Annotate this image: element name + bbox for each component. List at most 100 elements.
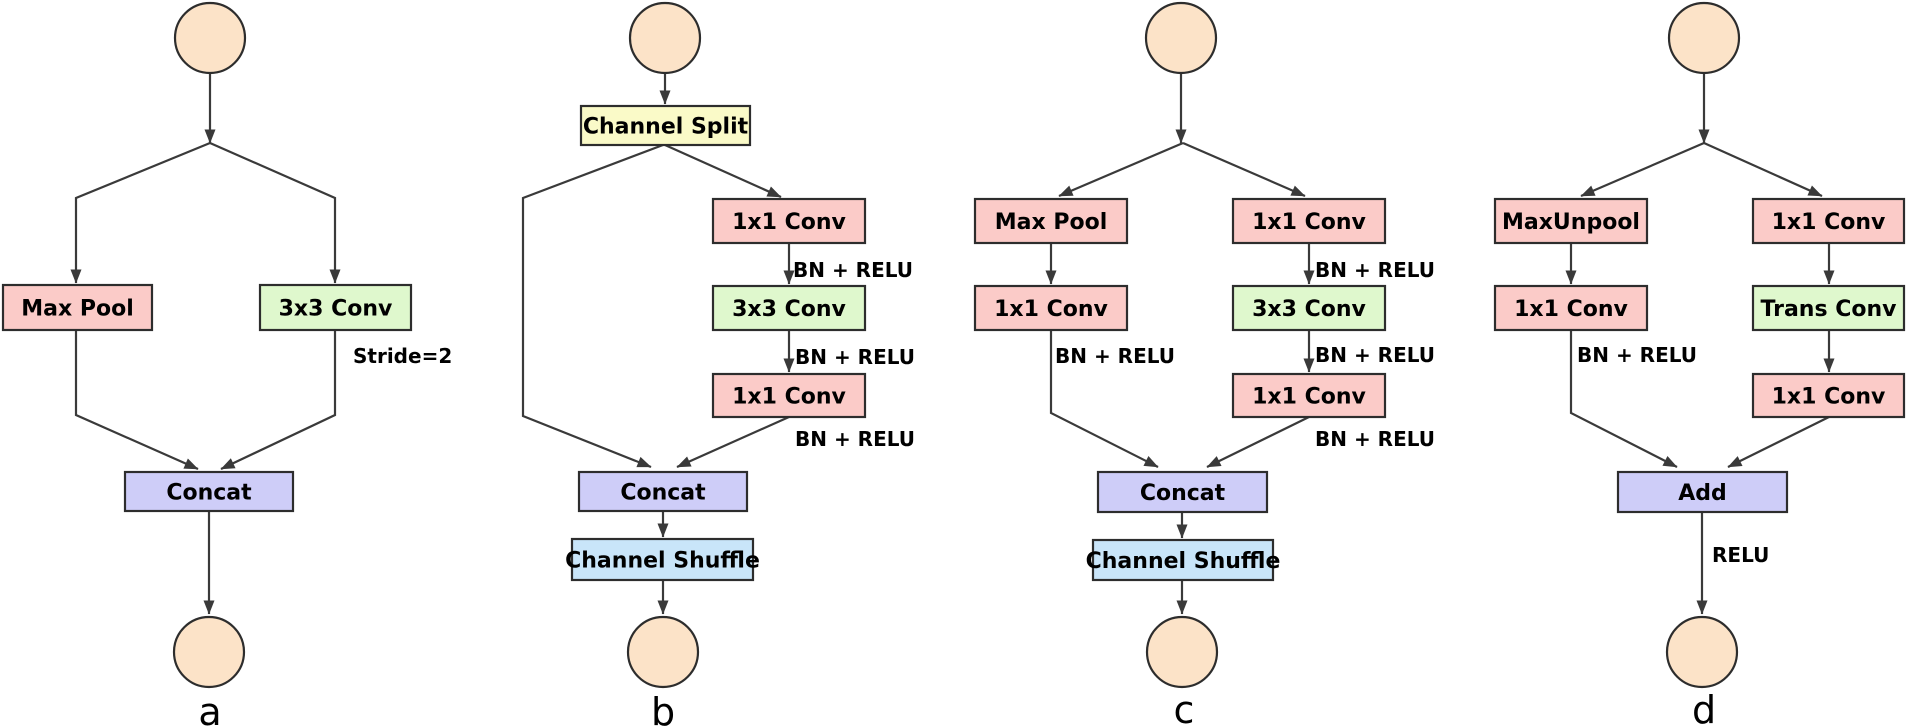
a-max-pool-box-label: Max Pool — [21, 297, 133, 322]
c-max-pool-box-label: Max Pool — [995, 210, 1107, 235]
a-conv-concat-arrow — [220, 330, 337, 470]
b-3x3-conv-box-rect — [711, 284, 867, 332]
b-bn-relu-2-label: BN + RELU — [795, 345, 915, 369]
c-concat-box-rect — [1096, 470, 1269, 514]
a-concat-box: Concat — [123, 470, 295, 513]
d-conv2-add-arrow — [1727, 416, 1830, 468]
c-1x1-conv-left-box-label: 1x1 Conv — [994, 297, 1108, 322]
a-concat-box-rect — [123, 470, 295, 513]
b-bn-relu-3-label: BN + RELU — [795, 427, 915, 451]
d-1x1-conv-left-box: 1x1 Conv — [1493, 284, 1649, 332]
d-1x1-conv-1-box-rect — [1751, 197, 1906, 245]
c-1x1-conv-1-box-label: 1x1 Conv — [1252, 210, 1366, 235]
c-channel-shuffle-box-label: Channel Shuffle — [1086, 549, 1281, 574]
c-1x1-conv-2-box: 1x1 Conv — [1231, 372, 1387, 419]
b-1x1-conv-1-box: 1x1 Conv — [711, 197, 867, 245]
d-maxunpool-box: MaxUnpool — [1493, 197, 1649, 245]
b-conv2-concat-arrow — [676, 415, 790, 469]
c-1x1-conv-2-box-rect — [1231, 372, 1387, 419]
b-channel-split-box-rect — [579, 104, 752, 147]
c-max-pool-box: Max Pool — [973, 197, 1129, 245]
b-3x3-conv-box: 3x3 Conv — [711, 284, 867, 332]
c-1x1-conv-left-box: 1x1 Conv — [973, 284, 1129, 332]
b-channel-split-box-label: Channel Split — [583, 115, 749, 140]
d-output-node — [1665, 615, 1739, 689]
c-channel-shuffle-box: Channel Shuffle — [1086, 538, 1281, 582]
d-trans-conv-box: Trans Conv — [1751, 284, 1906, 332]
d-1x1-conv-2-box: 1x1 Conv — [1751, 372, 1906, 419]
b-channel-shuffle-box-rect — [570, 537, 755, 582]
d-1x1-conv-2-box-rect — [1751, 372, 1906, 419]
d-left-add-arrow — [1569, 330, 1678, 468]
d-add-box-rect — [1616, 470, 1789, 514]
d-maxunpool-box-label: MaxUnpool — [1502, 210, 1640, 235]
panel-caption-d: d — [1692, 688, 1716, 728]
b-concat-box: Concat — [577, 470, 749, 513]
d-trans-conv-box-rect — [1751, 284, 1906, 332]
a-split-conv-arrow — [209, 141, 341, 284]
a-output-node — [172, 615, 246, 689]
panel-caption-a: a — [198, 690, 221, 728]
b-concat-box-label: Concat — [620, 481, 706, 506]
a-concat-box-label: Concat — [166, 481, 252, 506]
b-channel-shuffle-box-label: Channel Shuffle — [565, 549, 760, 574]
panel-caption-b: b — [651, 690, 675, 728]
c-1x1-conv-left-box-rect — [973, 284, 1129, 332]
c-bn-relu-1-label: BN + RELU — [1315, 258, 1435, 282]
a-3x3-conv-box: 3x3 Conv — [258, 283, 413, 332]
d-split-conv-arrow — [1703, 141, 1823, 198]
c-split-conv-arrow — [1182, 141, 1306, 198]
c-1x1-conv-1-box: 1x1 Conv — [1231, 197, 1387, 245]
b-split-conv-arrow — [664, 143, 782, 199]
c-max-pool-box-rect — [973, 197, 1129, 245]
a-maxpool-concat-arrow — [74, 330, 199, 471]
a-3x3-conv-box-rect — [258, 283, 413, 332]
b-1x1-conv-1-box-rect — [711, 197, 867, 245]
c-1x1-conv-2-box-label: 1x1 Conv — [1252, 385, 1366, 410]
d-bn-relu-left-label: BN + RELU — [1577, 343, 1697, 367]
c-conv2-concat-arrow — [1206, 416, 1310, 468]
b-1x1-conv-2-box-label: 1x1 Conv — [732, 385, 846, 410]
c-3x3-conv-box: 3x3 Conv — [1231, 284, 1387, 332]
a-stride-label: Stride=2 — [353, 344, 452, 368]
c-concat-box: Concat — [1096, 470, 1269, 514]
c-channel-shuffle-box-rect — [1091, 538, 1275, 582]
b-bn-relu-1-label: BN + RELU — [793, 258, 913, 282]
b-channel-split-box: Channel Split — [579, 104, 752, 147]
d-maxunpool-box-rect — [1493, 197, 1649, 245]
b-output-node — [626, 615, 700, 689]
a-input-node — [173, 1, 247, 75]
d-trans-conv-box-label: Trans Conv — [1761, 297, 1898, 322]
c-3x3-conv-box-rect — [1231, 284, 1387, 332]
b-1x1-conv-2-box-rect — [711, 372, 867, 419]
d-1x1-conv-left-box-rect — [1493, 284, 1649, 332]
b-1x1-conv-1-box-label: 1x1 Conv — [732, 210, 846, 235]
c-left-concat-arrow — [1049, 330, 1159, 468]
d-input-node — [1667, 1, 1741, 75]
c-split-maxpool-arrow — [1058, 141, 1184, 198]
d-1x1-conv-1-box: 1x1 Conv — [1751, 197, 1906, 245]
c-concat-box-label: Concat — [1140, 481, 1226, 506]
b-concat-box-rect — [577, 470, 749, 513]
c-bn-relu-3-label: BN + RELU — [1315, 427, 1435, 451]
d-split-unpool-arrow — [1580, 141, 1705, 198]
b-channel-shuffle-box: Channel Shuffle — [565, 537, 760, 582]
c-bn-relu-2-label: BN + RELU — [1315, 343, 1435, 367]
a-max-pool-box: Max Pool — [1, 283, 154, 332]
c-1x1-conv-1-box-rect — [1231, 197, 1387, 245]
c-bn-relu-left-label: BN + RELU — [1055, 344, 1175, 368]
b-bypass-concat-arrow — [521, 143, 664, 469]
b-3x3-conv-box-label: 3x3 Conv — [732, 297, 846, 322]
d-add-box: Add — [1616, 470, 1789, 514]
c-output-node — [1145, 615, 1219, 689]
a-max-pool-box-rect — [1, 283, 154, 332]
b-input-node — [628, 1, 702, 75]
d-1x1-conv-1-box-label: 1x1 Conv — [1772, 210, 1886, 235]
d-1x1-conv-2-box-label: 1x1 Conv — [1772, 385, 1886, 410]
d-relu-label: RELU — [1712, 543, 1769, 567]
panel-caption-c: c — [1174, 688, 1195, 728]
c-3x3-conv-box-label: 3x3 Conv — [1252, 297, 1366, 322]
a-3x3-conv-box-label: 3x3 Conv — [279, 297, 393, 322]
